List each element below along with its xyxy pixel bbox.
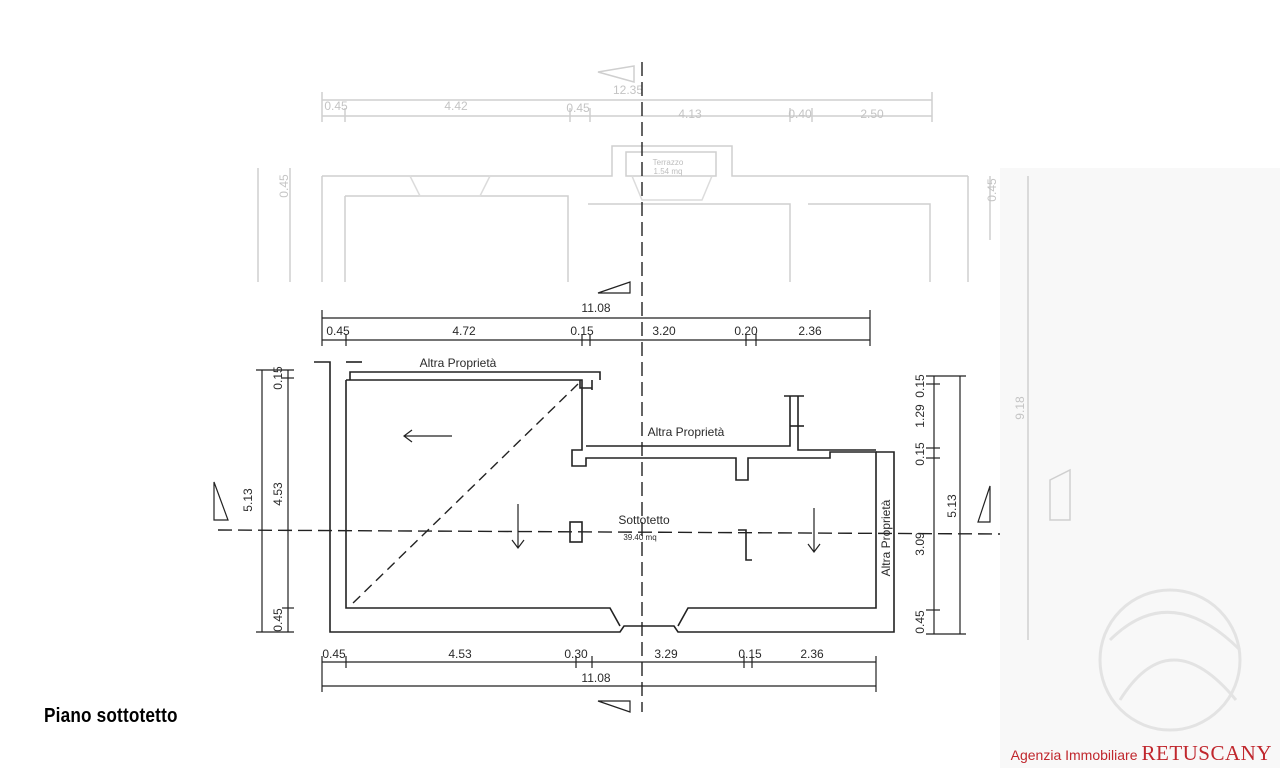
left-bottom-small-dim: 0.45 <box>271 608 285 632</box>
left-inner-dim: 4.53 <box>271 482 285 506</box>
top-dimension-chain <box>321 310 871 346</box>
floor-above-dim-5: 0.40 <box>788 107 812 121</box>
top-dim-3: 0.15 <box>570 324 594 338</box>
bottom-dimension-chain <box>321 656 877 692</box>
background-sheet <box>1000 168 1280 768</box>
section-marker-right <box>977 485 991 523</box>
watermark-logo <box>1098 588 1242 732</box>
floor-above-dim-4: 4.13 <box>678 107 702 121</box>
slope-arrow-down-2 <box>807 508 821 553</box>
floor-above-left-small-dim: 0.45 <box>277 174 291 198</box>
slope-arrow-down-1 <box>511 504 525 549</box>
floor-above-right-small-dim: 0.45 <box>985 178 999 202</box>
left-top-small-dim: 0.15 <box>271 366 285 390</box>
top-dim-2: 4.72 <box>452 324 476 338</box>
floor-above-total-dim: 12.35 <box>613 83 643 97</box>
top-dim-4: 3.20 <box>652 324 676 338</box>
plan-caption: Piano sottotetto <box>44 705 178 727</box>
bottom-dim-3: 0.30 <box>564 647 588 661</box>
right-dim-2: 1.29 <box>913 404 927 428</box>
right-total-dim: 5.13 <box>945 494 959 518</box>
top-dim-6: 2.36 <box>798 324 822 338</box>
walls <box>314 361 895 633</box>
slope-arrows <box>403 429 821 553</box>
top-dim-1: 0.45 <box>326 324 350 338</box>
bottom-dim-5: 0.15 <box>738 647 762 661</box>
floor-above-segment-dims: 0.45 4.42 0.45 4.13 0.40 2.50 <box>324 99 884 121</box>
left-outer-dim: 5.13 <box>241 488 255 512</box>
label-other-property-top-left: Altra Proprietà <box>420 356 497 370</box>
right-dim-5: 0.45 <box>913 610 927 634</box>
bottom-dim-1: 0.45 <box>322 647 346 661</box>
floor-above-dim-1: 0.45 <box>324 99 348 113</box>
slope-arrow-left <box>403 429 452 443</box>
terrace-label: Terrazzo <box>653 158 684 167</box>
room-label: Sottotetto <box>618 513 670 527</box>
label-other-property-top-right: Altra Proprietà <box>648 425 725 439</box>
floor-above-ghost <box>257 65 1071 640</box>
left-dimension-chain <box>256 369 294 633</box>
label-other-property-right: Altra Proprietà <box>879 499 893 576</box>
right-dimension-chain <box>926 375 966 635</box>
right-dim-1: 0.15 <box>913 374 927 398</box>
floor-above-dim-2: 4.42 <box>444 99 468 113</box>
bottom-dim-6: 2.36 <box>800 647 824 661</box>
floor-above-height-dim: 9.18 <box>1013 396 1027 420</box>
right-dim-4: 3.09 <box>913 532 927 556</box>
section-marker-top <box>597 281 631 294</box>
top-total-dim: 11.08 <box>581 301 610 315</box>
bottom-dim-4: 3.29 <box>654 647 678 661</box>
terrace-area: 1.54 mq <box>654 167 683 176</box>
diagonal-slope-line <box>349 383 579 607</box>
agency-prefix: Agenzia Immobiliare <box>1010 747 1138 763</box>
floor-above-dim-3: 0.45 <box>566 101 590 115</box>
room-area: 39.40 mq <box>623 533 656 542</box>
section-marker-bottom <box>597 700 631 713</box>
bottom-dim-2: 4.53 <box>448 647 472 661</box>
agency-brand: RETUSCANY <box>1141 741 1272 765</box>
floor-above-dim-6: 2.50 <box>860 107 884 121</box>
right-dim-3: 0.15 <box>913 442 927 466</box>
bottom-total-dim: 11.08 <box>581 671 610 685</box>
top-dim-5: 0.20 <box>734 324 758 338</box>
horizontal-section-line <box>217 529 1001 535</box>
section-marker-left <box>213 481 229 521</box>
